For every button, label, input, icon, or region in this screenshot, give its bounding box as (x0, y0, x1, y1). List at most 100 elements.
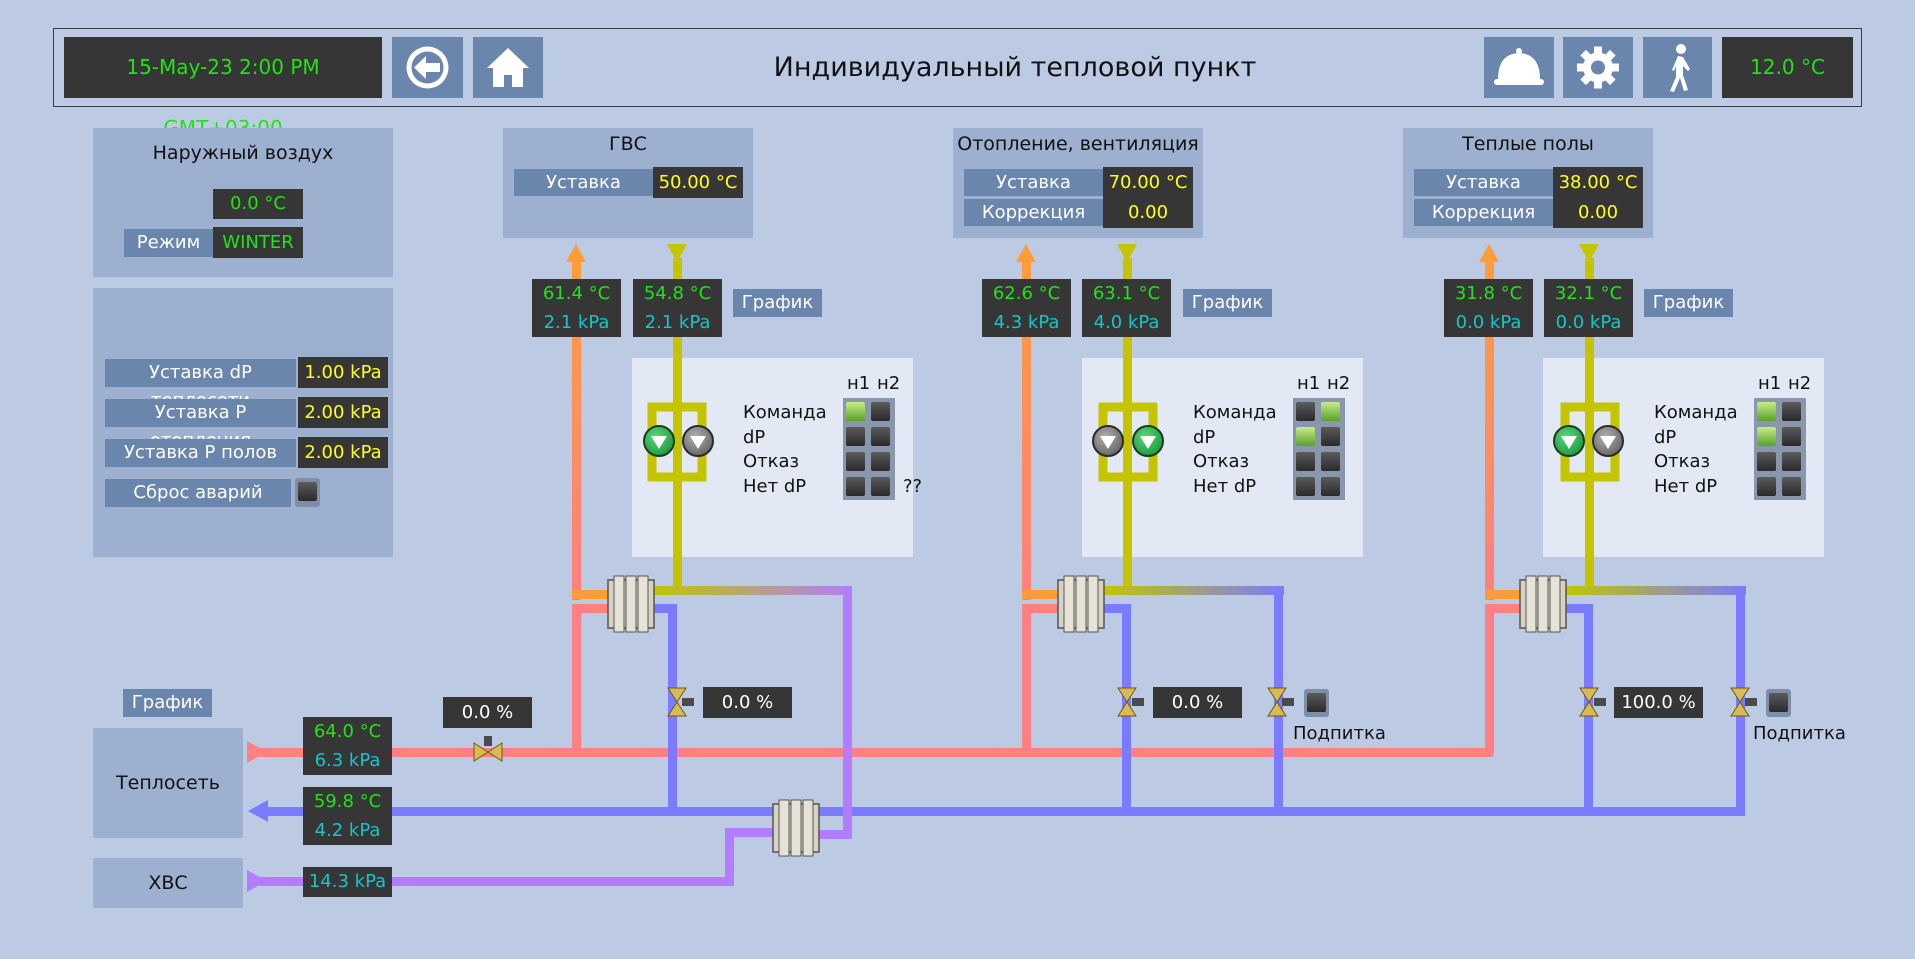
floor-correction-value[interactable]: 0.00 (1553, 197, 1643, 228)
dp-network-setpoint-value[interactable]: 1.00 kPa (298, 357, 388, 388)
heat-supply-temp: 62.6 °C (992, 283, 1061, 304)
hvs-setpoint-value[interactable]: 50.00 °C (653, 167, 743, 198)
floor-supply-arrow (1479, 244, 1499, 262)
hvs-pump-2[interactable] (682, 425, 714, 457)
main-valve-value[interactable]: 0.0 % (443, 697, 532, 728)
heat-indicator-nodp-2 (1321, 477, 1340, 496)
heat-supply-pressure: 4.3 kPa (993, 312, 1060, 333)
heat-valve-value[interactable]: 0.0 % (1153, 687, 1242, 718)
outdoor-temp-display: 12.0 °C (1722, 37, 1853, 98)
heat-exchanger-heat (1057, 575, 1105, 633)
heat-indicator-fault-2 (1321, 452, 1340, 471)
heat-makeup-valve (1267, 687, 1294, 717)
user-button[interactable] (1643, 37, 1712, 98)
floor-valve-value[interactable]: 100.0 % (1614, 687, 1703, 718)
floor-makeup-button[interactable] (1766, 689, 1791, 717)
heat-pump-1[interactable] (1092, 425, 1124, 457)
bell-icon (1494, 48, 1544, 85)
floor-pump-header-2: н2 (1788, 373, 1812, 394)
hvs-chart-button[interactable]: График (733, 289, 822, 317)
floor-return-reading: 32.1 °C 0.0 kPa (1544, 279, 1633, 337)
p-heating-setpoint-label: Уставка P отопления (105, 399, 296, 451)
floor-return-temp: 32.1 °C (1554, 283, 1623, 304)
hvs-indicator-fault-2 (871, 452, 890, 471)
heat-valve (1117, 687, 1144, 717)
floor-indicator-cmd-2 (1782, 402, 1801, 421)
floor-indicator-cmd-1 (1757, 402, 1776, 421)
home-icon (487, 48, 529, 87)
back-button[interactable] (392, 37, 463, 98)
hvs-supply-temp: 61.4 °C (542, 283, 611, 304)
floor-supply-temp: 31.8 °C (1454, 283, 1523, 304)
reset-alarms-indicator (298, 482, 317, 501)
hvs-valve-value[interactable]: 0.0 % (703, 687, 792, 718)
heat-return-arrow (1117, 244, 1137, 262)
heat-chart-button[interactable]: График (1183, 289, 1272, 317)
heat-indicator-nodp-1 (1296, 477, 1315, 496)
heat-makeup-indicator (1307, 693, 1326, 712)
hvs-supply-pressure: 2.1 kPa (543, 312, 610, 333)
network-supply-pipe (260, 748, 1493, 757)
network-return-arrow (248, 800, 268, 822)
heat-return-temp: 63.1 °C (1092, 283, 1161, 304)
reset-alarms-button[interactable] (295, 478, 320, 507)
pump-triangle-icon (1600, 436, 1616, 449)
alarm-button[interactable] (1484, 37, 1554, 98)
p-heating-setpoint-value[interactable]: 2.00 kPa (298, 397, 388, 428)
floor-setpoint-value[interactable]: 38.00 °C (1553, 167, 1643, 198)
hvs-status-note: ?? (903, 476, 923, 497)
hvs-status-nodp: Нет dP (743, 476, 807, 497)
hvs-pump-1[interactable] (643, 425, 675, 457)
outdoor-air-title: Наружный воздух (93, 128, 393, 178)
network-supply-temp: 64.0 °C (313, 721, 382, 742)
floor-pump-2[interactable] (1592, 425, 1624, 457)
hvs-title: ГВС (609, 133, 647, 155)
heat-exchanger-hvs (607, 575, 655, 633)
heat-setpoint-value[interactable]: 70.00 °C (1103, 167, 1193, 198)
home-button[interactable] (473, 37, 543, 98)
heat-pump-header-1: н1 (1297, 373, 1321, 394)
heat-setpoint-label: Уставка (964, 169, 1103, 196)
heat-pump-header-2: н2 (1327, 373, 1351, 394)
heat-makeup-button[interactable] (1304, 689, 1329, 717)
heat-exchanger-cold-water (772, 799, 820, 857)
network-chart-button[interactable]: График (123, 689, 212, 717)
hvs-indicator-nodp-2 (871, 477, 890, 496)
settings-button[interactable] (1563, 37, 1633, 98)
hvs-indicator-nodp-1 (846, 477, 865, 496)
hvs-return-reading: 54.8 °C 2.1 kPa (633, 279, 722, 337)
floor-makeup-indicator (1769, 693, 1788, 712)
floor-makeup-valve (1730, 687, 1757, 717)
network-return-temp: 59.8 °C (313, 791, 382, 812)
floor-return-arrow (1579, 244, 1599, 262)
floor-chart-button[interactable]: График (1644, 289, 1733, 317)
main-supply-valve (473, 736, 503, 762)
heat-pump-2[interactable] (1132, 425, 1164, 457)
heat-indicator-dp-1 (1296, 427, 1315, 446)
hvs-supply-reading: 61.4 °C 2.1 kPa (532, 279, 621, 337)
cold-water-arrow (247, 870, 267, 892)
floor-pump-1[interactable] (1553, 425, 1585, 457)
floor-valve (1579, 687, 1606, 717)
heat-return-pressure: 4.0 kPa (1093, 312, 1160, 333)
outdoor-air-temp: 0.0 °C (213, 189, 303, 219)
heat-supply-reading: 62.6 °C 4.3 kPa (982, 279, 1071, 337)
heat-status-nodp: Нет dP (1193, 476, 1257, 497)
p-floor-setpoint-value[interactable]: 2.00 kPa (298, 437, 388, 468)
floor-indicator-grid (1754, 398, 1806, 500)
floor-title: Теплые полы (1462, 133, 1594, 155)
floor-status-nodp: Нет dP (1654, 476, 1718, 497)
heat-status-dp: dP (1193, 427, 1216, 448)
heat-correction-value[interactable]: 0.00 (1103, 197, 1193, 228)
header-bar (53, 28, 1862, 107)
hvs-status-command: Команда (743, 402, 827, 423)
pump-triangle-icon (1140, 436, 1156, 449)
hvs-indicator-grid (843, 398, 895, 500)
gear-icon (1577, 46, 1619, 89)
page-title: Индивидуальный тепловой пункт (773, 52, 1257, 83)
reset-alarms-label: Сброс аварий (105, 479, 291, 507)
hvs-status-fault: Отказ (743, 451, 800, 472)
heat-supply-arrow (1016, 244, 1036, 262)
cold-water-pipe (260, 877, 734, 886)
